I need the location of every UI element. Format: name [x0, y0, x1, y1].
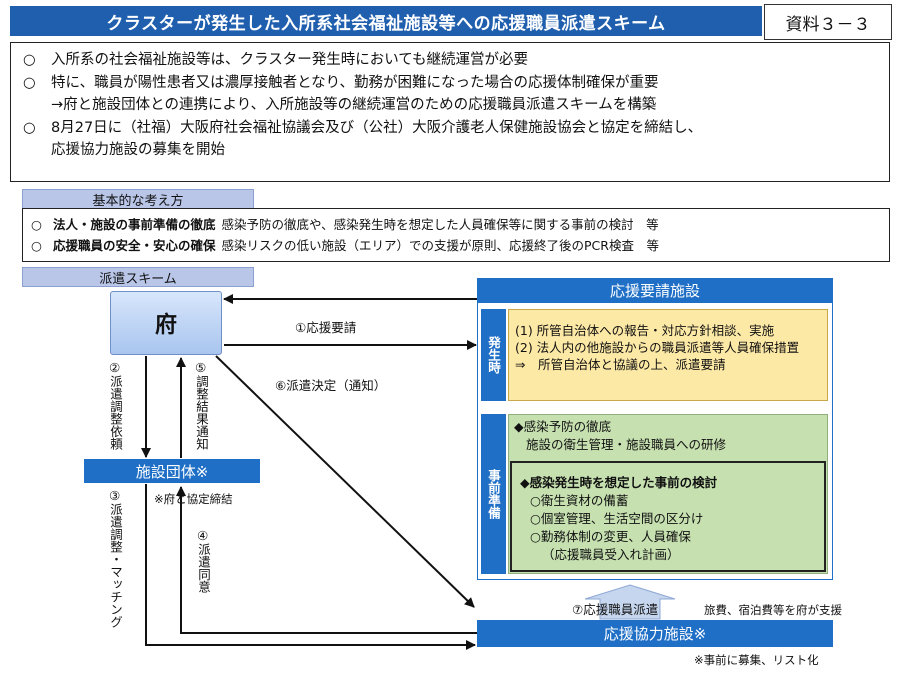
fu-prefecture-box: 府 [110, 291, 222, 355]
section-tab-basic: 基本的な考え方 [22, 189, 254, 209]
summary-line: ○特に、職員が陽性患者又は濃厚接触者となり、勤務が困難になった場合の応援体制確保… [23, 72, 877, 95]
section-tab-scheme: 派遣スキーム [22, 267, 254, 287]
bullet-marker: ○ [23, 74, 36, 91]
flow-label-4: ④ 派遣同意 [196, 528, 211, 593]
outbreak-actions-box: (1) 所管自治体への報告・対応方針相談、実施 (2) 法人内の他施設からの職員… [508, 309, 828, 401]
arrow-staff-dispatch [584, 584, 676, 620]
document-label: 資料３－３ [764, 4, 892, 40]
basic-item: ○法人・施設の事前準備の徹底感染予防の徹底や、感染発生時を想定した人員確保等に関… [31, 214, 881, 235]
outbreak-label: 発生時 [481, 309, 506, 401]
facility-association-bar: 施設団体※ [84, 459, 260, 483]
arrow-kyouryoku-to-dantai [176, 486, 477, 634]
request-facility-title: 応援要請施設 [477, 278, 833, 303]
preparation-infection-prevention: ◆感染予防の徹底 施設の衛生管理・施設職員への研修 [514, 419, 727, 452]
flow-label-2: ② 派遣調整依頼 [108, 360, 123, 450]
arrow-dantai-to-kyouryoku [145, 484, 476, 650]
association-note: ※府と協定締結 [154, 492, 233, 506]
bullet-marker: ○ [31, 238, 42, 253]
flow-label-1: ①応援要請 [295, 320, 357, 335]
flow-label-3: ③ 派遣調整・マッチング [108, 488, 123, 628]
preparation-outbreak-planning: ◆感染発生時を想定した事前の検討 ○衛生資材の備蓄 ○個室管理、生活空間の区分け… [510, 461, 826, 572]
summary-line: ○入所系の社会福祉施設等は、クラスター発生時においても継続運営が必要 [23, 49, 877, 72]
bullet-marker: ○ [23, 119, 36, 136]
cooperating-facility-bar: 応援協力施設※ [477, 620, 833, 647]
summary-line: →府と施設団体との連携により、入所施設等の継続運営のための応援職員派遣スキームを… [51, 97, 657, 113]
cooperating-facility-note: ※事前に募集、リスト化 [694, 653, 819, 667]
bullet-marker: ○ [23, 52, 36, 68]
summary-line: ○8月27日に（社福）大阪府社会福祉協議会及び（公社）大阪介護老人保健施設協会と… [23, 117, 877, 140]
bullet-marker: ○ [31, 217, 42, 232]
flow-label-7: ⑦応援職員派遣 [572, 602, 659, 617]
basic-item: ○応援職員の安全・安心の確保感染リスクの低い施設（エリア）での支援が原則、応援終… [31, 235, 881, 256]
flow-label-6: ⑥派遣決定（通知） [275, 378, 387, 393]
page-title: クラスターが発生した入所系社会福祉施設等への応援職員派遣スキーム [10, 6, 762, 36]
preparation-box [508, 414, 828, 574]
preparation-label: 事前準備 [481, 414, 506, 574]
support-note: 旅費、宿泊費等を府が支援 [704, 603, 842, 617]
summary-line: 応援協力施設の募集を開始 [51, 142, 225, 158]
flow-label-5: ⑤ 調整結果通知 [194, 360, 209, 450]
summary-box: ○入所系の社会福祉施設等は、クラスター発生時においても継続運営が必要 ○特に、職… [10, 42, 890, 182]
basic-approach-box: ○法人・施設の事前準備の徹底感染予防の徹底や、感染発生時を想定した人員確保等に関… [22, 208, 890, 262]
arrow-fu-to-kyouryoku [215, 355, 475, 608]
